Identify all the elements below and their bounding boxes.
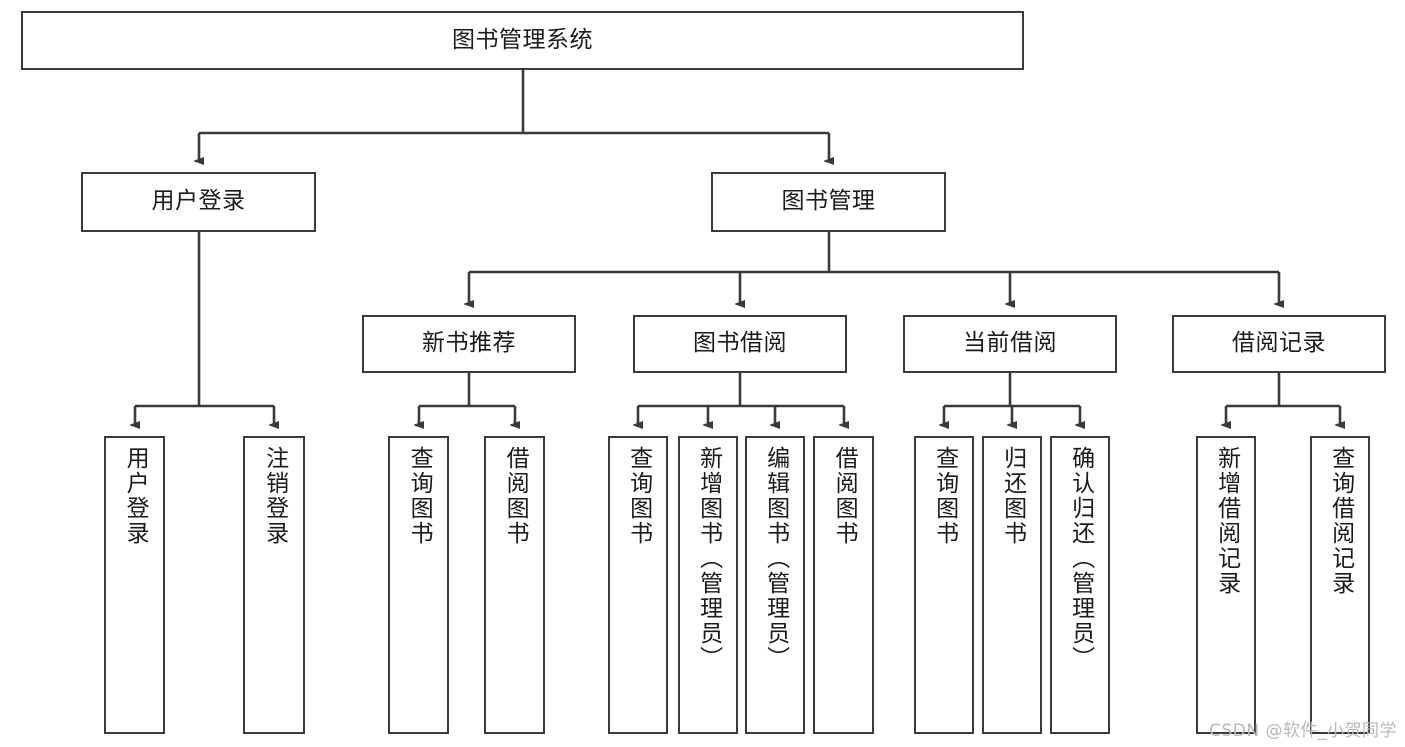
node-label: 注销登录 <box>261 446 288 546</box>
node-label: 借阅图书 <box>502 446 529 546</box>
node-login[interactable]: 用户登录 <box>81 172 316 232</box>
node-l2[interactable]: 注销登录 <box>243 436 305 734</box>
node-root[interactable]: 图书管理系统 <box>21 11 1024 70</box>
node-label: 归还图书 <box>999 446 1026 546</box>
watermark-text: CSDN @软件_小贺同学 <box>1209 721 1397 741</box>
node-label: 用户登录 <box>122 446 149 546</box>
node-c1[interactable]: 查询图书 <box>914 436 974 734</box>
node-l1[interactable]: 用户登录 <box>104 436 165 734</box>
node-n2[interactable]: 借阅图书 <box>484 436 545 734</box>
node-label: 图书管理系统 <box>452 26 593 53</box>
node-r1[interactable]: 新增借阅记录 <box>1196 436 1256 734</box>
node-label: 新增借阅记录 <box>1213 446 1240 596</box>
node-label: 借阅图书 <box>831 446 858 546</box>
node-bookmgmt[interactable]: 图书管理 <box>711 172 946 232</box>
node-label: 查询图书 <box>625 446 652 546</box>
node-label: 查询图书 <box>406 446 433 546</box>
node-b2[interactable]: 新增图书（管理员） <box>678 436 738 734</box>
node-label: 新书推荐 <box>422 330 516 357</box>
node-c2[interactable]: 归还图书 <box>982 436 1042 734</box>
node-borrow[interactable]: 图书借阅 <box>633 315 847 373</box>
node-n1[interactable]: 查询图书 <box>388 436 449 734</box>
node-label: 当前借阅 <box>963 330 1057 357</box>
node-c3[interactable]: 确认归还（管理员） <box>1050 436 1110 734</box>
node-label: 新增图书（管理员） <box>695 446 722 671</box>
node-label: 确认归还（管理员） <box>1067 446 1094 671</box>
node-b3[interactable]: 编辑图书（管理员） <box>745 436 805 734</box>
node-newbook[interactable]: 新书推荐 <box>362 315 576 373</box>
node-records[interactable]: 借阅记录 <box>1172 315 1386 373</box>
node-current[interactable]: 当前借阅 <box>903 315 1117 373</box>
node-label: 图书管理 <box>781 188 876 215</box>
node-r2[interactable]: 查询借阅记录 <box>1310 436 1370 734</box>
node-label: 用户登录 <box>151 188 246 215</box>
node-label: 查询借阅记录 <box>1327 446 1354 596</box>
node-label: 借阅记录 <box>1232 330 1326 357</box>
node-label: 编辑图书（管理员） <box>762 446 789 671</box>
node-label: 图书借阅 <box>693 330 787 357</box>
node-b1[interactable]: 查询图书 <box>608 436 668 734</box>
node-b4[interactable]: 借阅图书 <box>813 436 874 734</box>
node-label: 查询图书 <box>931 446 958 546</box>
